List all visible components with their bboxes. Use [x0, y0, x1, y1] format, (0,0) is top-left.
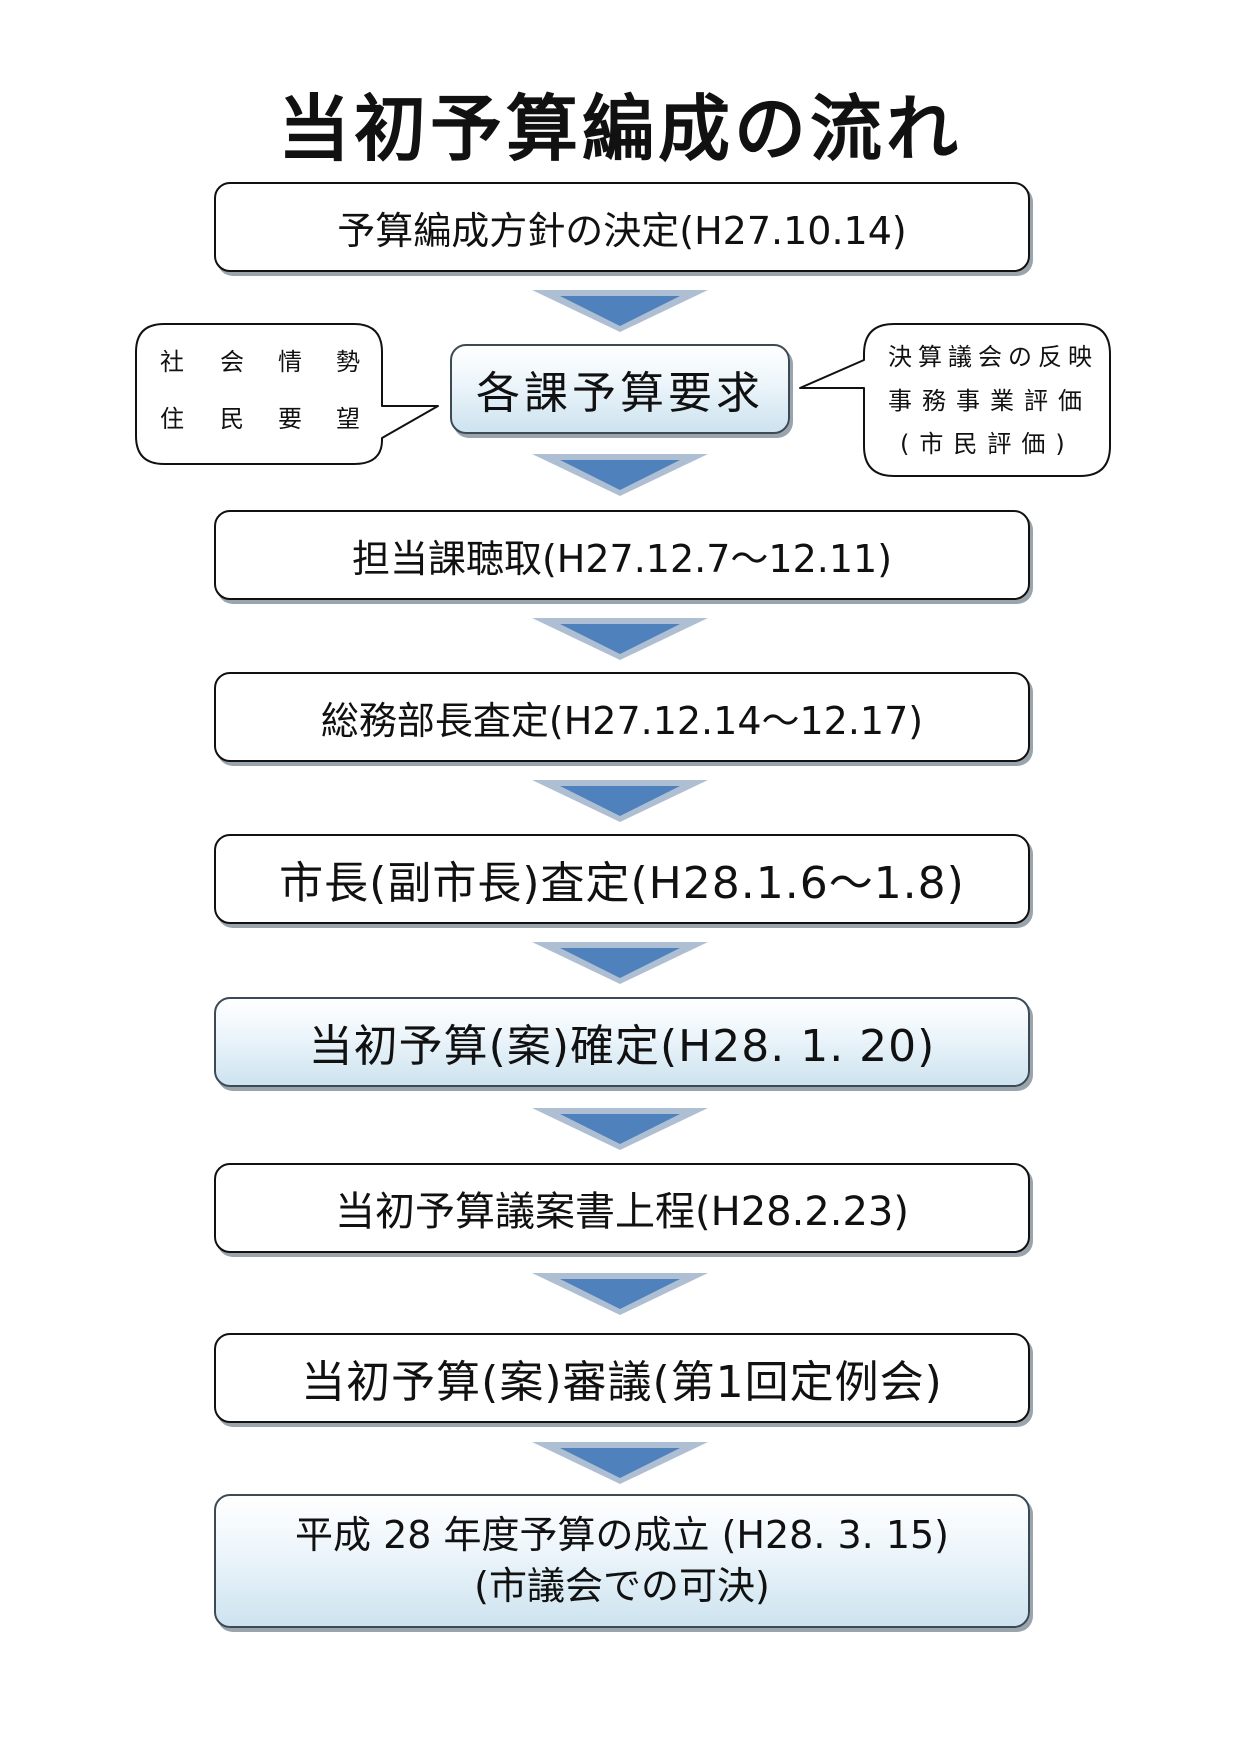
arrow-down-icon	[532, 1273, 708, 1315]
step-mayor-assessment: 市長(副市長)査定(H28.1.6～1.8)	[214, 834, 1030, 924]
left-note-char: 情	[278, 348, 302, 376]
step-bill-submission: 当初予算議案書上程(H28.2.23)	[214, 1163, 1030, 1253]
arrow-down-icon	[532, 1442, 708, 1484]
left-note-char: 会	[220, 348, 244, 376]
step-sublabel: (市議会での可決)	[474, 1564, 770, 1608]
step-label: 当初予算(案)確定(H28. 1. 20)	[308, 1021, 936, 1072]
right-note-line: 事務事業評価	[888, 387, 1092, 415]
step-label: 予算編成方針の決定(H27.10.14)	[337, 208, 907, 253]
right-note-line: 決算議会の反映	[888, 343, 1098, 371]
left-note-char: 望	[336, 405, 360, 433]
arrow-down-icon	[532, 780, 708, 822]
left-note-char: 社	[160, 348, 184, 376]
arrow-down-icon	[532, 942, 708, 984]
step-label: 各課予算要求	[476, 368, 764, 419]
left-note-char: 要	[278, 405, 302, 433]
step-hearing: 担当課聴取(H27.12.7～12.11)	[214, 510, 1030, 600]
step-budget-policy: 予算編成方針の決定(H27.10.14)	[214, 182, 1030, 272]
step-budget-enacted: 平成 28 年度予算の成立 (H28. 3. 15) (市議会での可決)	[214, 1494, 1030, 1628]
page-title: 当初予算編成の流れ	[277, 87, 962, 171]
right-note-line: (市民評価)	[900, 430, 1075, 458]
step-department-request: 各課予算要求	[450, 344, 790, 434]
step-label: 当初予算(案)審議(第1回定例会)	[301, 1357, 943, 1408]
step-general-affairs-assessment: 総務部長査定(H27.12.14～12.17)	[214, 672, 1030, 762]
step-draft-finalized: 当初予算(案)確定(H28. 1. 20)	[214, 997, 1030, 1087]
arrow-down-icon	[532, 1108, 708, 1150]
arrow-down-icon	[532, 618, 708, 660]
step-label: 市長(副市長)査定(H28.1.6～1.8)	[279, 858, 965, 909]
step-deliberation: 当初予算(案)審議(第1回定例会)	[214, 1333, 1030, 1423]
step-label: 平成 28 年度予算の成立 (H28. 3. 15)	[294, 1512, 950, 1557]
left-note-char: 民	[220, 405, 244, 433]
step-label: 総務部長査定(H27.12.14～12.17)	[320, 698, 924, 743]
left-callout-bubble	[135, 323, 439, 465]
step-label: 当初予算議案書上程(H28.2.23)	[335, 1189, 909, 1235]
arrow-down-icon	[532, 454, 708, 496]
left-note-char: 勢	[336, 348, 360, 376]
step-label: 担当課聴取(H27.12.7～12.11)	[351, 536, 893, 581]
arrow-down-icon	[532, 290, 708, 332]
right-callout-bubble	[799, 323, 1111, 477]
left-note-char: 住	[160, 405, 184, 433]
